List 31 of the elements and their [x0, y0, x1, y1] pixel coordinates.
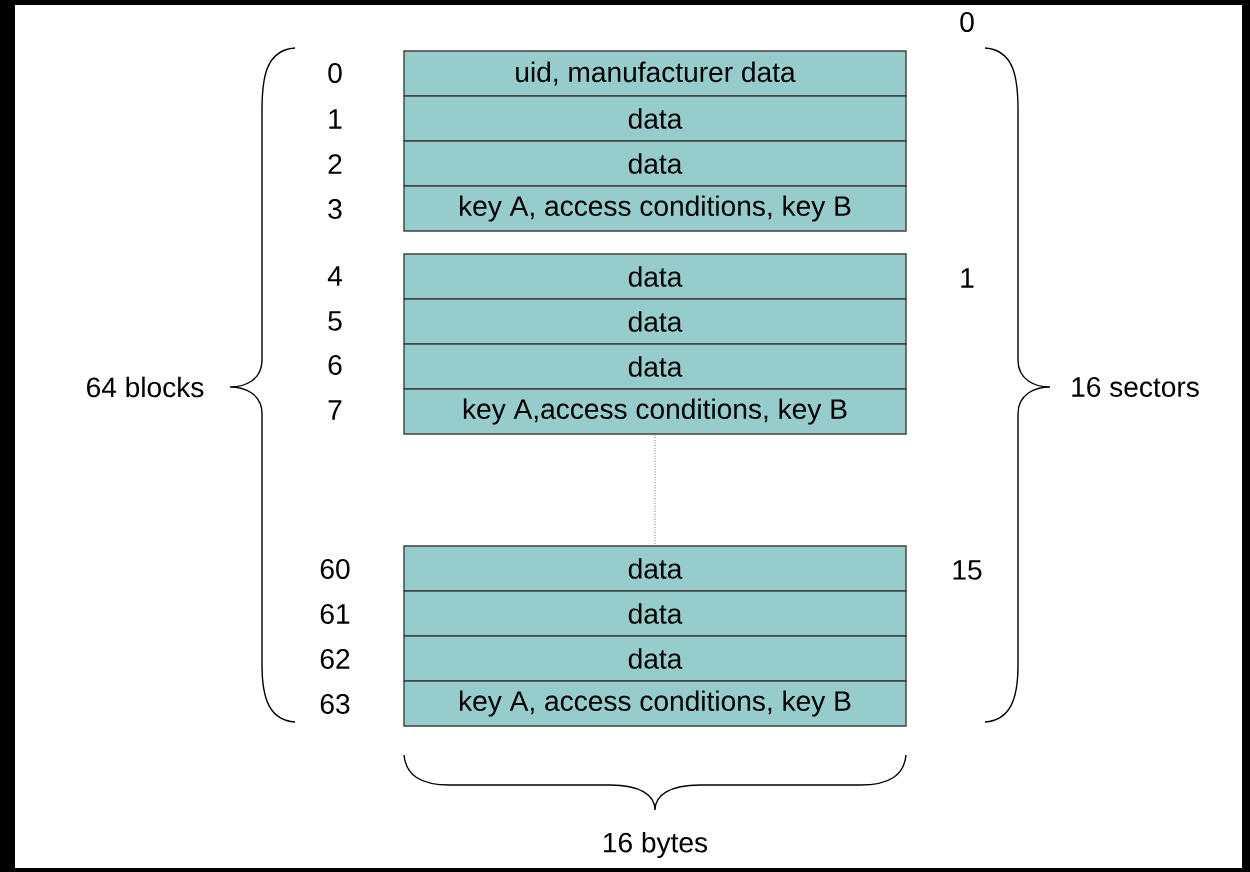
label: 0	[960, 12, 974, 32]
memory-block-row: data	[403, 95, 907, 142]
label: 15	[953, 560, 982, 580]
memory-block-row: key A,access conditions, key B	[403, 388, 907, 435]
memory-block-row: key A, access conditions, key B	[403, 185, 907, 232]
label: 16 bytes	[604, 831, 708, 859]
memory-block-row: data	[403, 590, 907, 637]
memory-block-row: uid, manufacturer data	[403, 50, 907, 97]
label: 4	[327, 266, 342, 286]
label: 64 blocks	[87, 376, 204, 398]
label: 0	[328, 63, 342, 83]
memory-block-row: key A, access conditions, key B	[403, 680, 907, 727]
label: 5	[328, 311, 342, 331]
label: 63	[320, 694, 350, 714]
label: 61	[320, 604, 350, 624]
dotted-connector	[654, 434, 656, 546]
label: 62	[320, 649, 350, 669]
label: 3	[328, 199, 342, 219]
label: 1	[329, 109, 342, 129]
label: 7	[328, 400, 342, 420]
label: 2	[328, 154, 342, 174]
memory-block-row: data	[403, 140, 907, 187]
label: 1	[961, 268, 974, 288]
memory-block-row: data	[403, 253, 907, 300]
memory-block-row: data	[403, 635, 907, 682]
memory-block-row: data	[403, 298, 907, 345]
memory-block-row: data	[403, 343, 907, 390]
memory-block-row: data	[403, 545, 907, 592]
label: 60	[320, 559, 350, 579]
label: 16 sectors	[1072, 377, 1199, 397]
label: 6	[328, 355, 342, 375]
